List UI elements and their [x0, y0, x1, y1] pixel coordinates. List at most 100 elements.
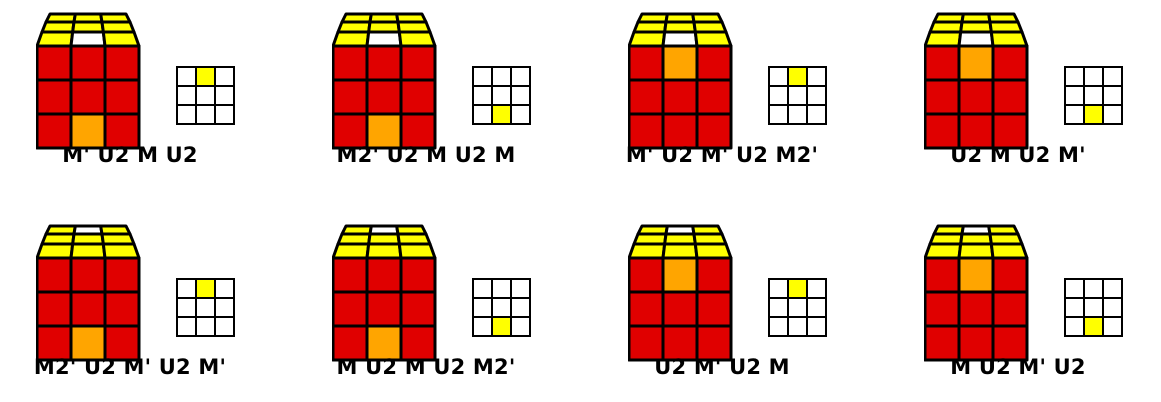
front-sticker	[661, 290, 699, 328]
top-sticker	[101, 30, 141, 48]
grid-marker	[787, 278, 808, 299]
front-sticker	[957, 290, 995, 328]
grid-cell	[472, 85, 493, 106]
grid-cell	[510, 297, 531, 318]
top-sticker	[989, 30, 1029, 48]
grid-marker	[1083, 316, 1104, 337]
algorithm-label: M2' U2 M U2 M	[336, 143, 516, 167]
front-sticker	[924, 324, 961, 362]
grid-cell	[491, 66, 512, 87]
algorithm-label: M' U2 M U2	[62, 143, 198, 167]
top-sticker	[924, 30, 963, 48]
case-cell: U2 M U2 M'	[888, 0, 1148, 190]
front-sticker	[332, 112, 369, 150]
front-sticker	[365, 78, 403, 116]
front-sticker	[399, 44, 437, 82]
front-sticker	[103, 44, 141, 82]
grid-cell	[510, 316, 531, 337]
top-sticker	[365, 242, 403, 260]
grid-cell	[214, 66, 235, 87]
front-sticker	[628, 290, 665, 328]
front-sticker	[695, 324, 733, 362]
front-sticker	[924, 256, 961, 294]
front-sticker	[695, 78, 733, 116]
front-sticker-orange	[69, 112, 107, 150]
grid-cell	[472, 316, 493, 337]
cube-diagram	[628, 224, 733, 362]
front-sticker-orange	[661, 256, 699, 294]
grid-cell	[1064, 66, 1085, 87]
grid-cell	[806, 85, 827, 106]
front-sticker	[628, 112, 665, 150]
position-grid	[472, 278, 531, 337]
top-sticker-white	[661, 30, 699, 48]
grid-cell	[1102, 297, 1123, 318]
grid-marker	[787, 66, 808, 87]
top-sticker	[397, 30, 437, 48]
front-sticker	[36, 256, 73, 294]
grid-cell	[176, 85, 197, 106]
front-sticker	[924, 290, 961, 328]
front-sticker-orange	[365, 324, 403, 362]
grid-cell	[1083, 297, 1104, 318]
front-sticker	[991, 290, 1029, 328]
top-sticker	[36, 30, 75, 48]
grid-cell	[1102, 104, 1123, 125]
grid-cell	[491, 85, 512, 106]
grid-cell	[768, 297, 789, 318]
front-sticker	[36, 290, 73, 328]
front-sticker-orange	[661, 44, 699, 82]
grid-cell	[768, 104, 789, 125]
grid-cell	[214, 85, 235, 106]
grid-cell	[806, 104, 827, 125]
front-sticker	[332, 290, 369, 328]
grid-cell	[768, 316, 789, 337]
case-cell: M2' U2 M U2 M	[296, 0, 556, 190]
front-sticker	[399, 324, 437, 362]
algorithm-label: M U2 M' U2	[950, 355, 1086, 379]
front-sticker	[365, 290, 403, 328]
front-sticker	[399, 112, 437, 150]
grid-cell	[176, 66, 197, 87]
position-grid	[176, 66, 235, 125]
front-sticker	[399, 256, 437, 294]
front-sticker	[103, 112, 141, 150]
grid-cell	[510, 278, 531, 299]
algorithm-label: U2 M' U2 M	[654, 355, 790, 379]
grid-cell	[1102, 85, 1123, 106]
grid-cell	[195, 85, 216, 106]
front-sticker	[991, 44, 1029, 82]
grid-cell	[1083, 66, 1104, 87]
front-sticker	[661, 324, 699, 362]
grid-cell	[787, 104, 808, 125]
grid-cell	[491, 278, 512, 299]
case-cell: M' U2 M' U2 M2'	[592, 0, 852, 190]
front-sticker	[365, 256, 403, 294]
front-sticker	[628, 256, 665, 294]
grid-cell	[510, 66, 531, 87]
grid-cell	[768, 278, 789, 299]
front-sticker	[36, 44, 73, 82]
front-sticker-orange	[957, 44, 995, 82]
grid-cell	[195, 297, 216, 318]
grid-marker	[1083, 104, 1104, 125]
grid-cell	[214, 278, 235, 299]
cube-diagram	[332, 224, 437, 362]
front-sticker	[332, 78, 369, 116]
grid-cell	[176, 297, 197, 318]
front-sticker	[991, 324, 1029, 362]
front-sticker	[991, 112, 1029, 150]
front-sticker	[69, 78, 107, 116]
grid-cell	[1064, 104, 1085, 125]
front-sticker-orange	[365, 112, 403, 150]
grid-cell	[1083, 278, 1104, 299]
grid-cell	[1102, 278, 1123, 299]
grid-cell	[491, 297, 512, 318]
case-cell: M U2 M' U2	[888, 212, 1148, 402]
front-sticker	[399, 290, 437, 328]
front-sticker	[399, 78, 437, 116]
grid-cell	[806, 66, 827, 87]
grid-cell	[1083, 85, 1104, 106]
top-sticker	[69, 242, 107, 260]
